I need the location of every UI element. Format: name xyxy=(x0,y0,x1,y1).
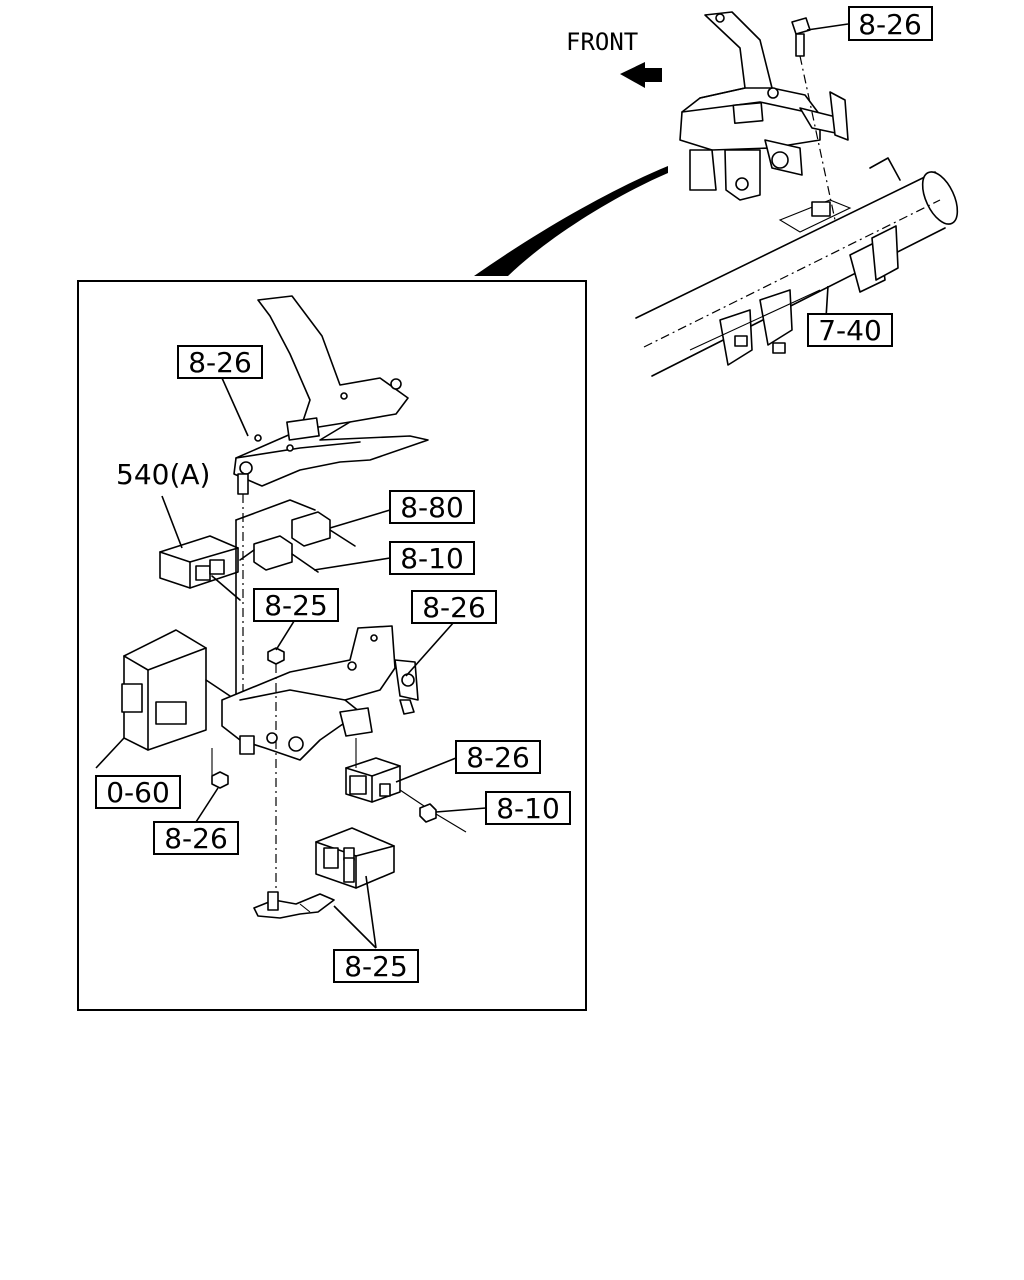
callout-bracket-right-label: 8-26 xyxy=(422,591,486,624)
callout-harness-c[interactable]: 8-10 xyxy=(485,791,571,825)
relay-right xyxy=(345,738,425,807)
front-label: FRONT xyxy=(566,28,638,56)
small-connector xyxy=(419,803,467,833)
callout-module-060-label: 0-60 xyxy=(106,776,170,809)
frame-assembly xyxy=(635,157,959,377)
relay-bottom xyxy=(315,827,395,889)
detail-pointer-curve xyxy=(474,166,668,276)
callout-frame-ref[interactable]: 7-40 xyxy=(807,313,893,347)
upper-bracket xyxy=(679,11,849,201)
front-arrow-icon xyxy=(620,62,662,88)
bottom-clamp xyxy=(253,891,335,919)
callout-harness-a-label: 8-80 xyxy=(400,491,464,524)
detail-bracket xyxy=(233,295,429,487)
callout-nut-lower-label: 8-26 xyxy=(164,822,228,855)
leader-lines xyxy=(95,23,849,949)
callout-relay-right[interactable]: 8-26 xyxy=(455,740,541,774)
lower-bracket xyxy=(221,625,419,761)
callout-nut-upper[interactable]: 8-25 xyxy=(253,588,339,622)
callout-harness-c-label: 8-10 xyxy=(496,792,560,825)
callout-relay-540a[interactable]: 540(A) xyxy=(116,458,210,491)
callout-nut-lower[interactable]: 8-26 xyxy=(153,821,239,855)
callout-detail-bracket-label: 8-26 xyxy=(188,346,252,379)
harness-connectors xyxy=(235,499,356,701)
callout-bottom-clamp[interactable]: 8-25 xyxy=(333,949,419,983)
callout-top-bolt[interactable]: 8-26 xyxy=(848,6,933,41)
callout-relay-540a-label: 540(A) xyxy=(116,458,210,491)
callout-harness-b-label: 8-10 xyxy=(400,542,464,575)
relay-540a xyxy=(159,535,241,601)
fasteners xyxy=(211,647,285,900)
callout-module-060[interactable]: 0-60 xyxy=(95,775,181,809)
callout-bottom-clamp-label: 8-25 xyxy=(344,950,408,983)
callout-nut-upper-label: 8-25 xyxy=(264,589,328,622)
bracket-bolt xyxy=(237,473,249,700)
module-060 xyxy=(121,629,237,751)
callout-bracket-right[interactable]: 8-26 xyxy=(411,590,497,624)
front-indicator: FRONT xyxy=(566,28,662,88)
callout-top-bolt-label: 8-26 xyxy=(858,8,922,41)
callout-harness-b[interactable]: 8-10 xyxy=(389,541,475,575)
callout-frame-ref-label: 7-40 xyxy=(818,314,882,347)
detail-frame xyxy=(77,280,587,1011)
callout-harness-a[interactable]: 8-80 xyxy=(389,490,475,524)
callout-relay-right-label: 8-26 xyxy=(466,741,530,774)
callout-detail-bracket[interactable]: 8-26 xyxy=(177,345,263,379)
